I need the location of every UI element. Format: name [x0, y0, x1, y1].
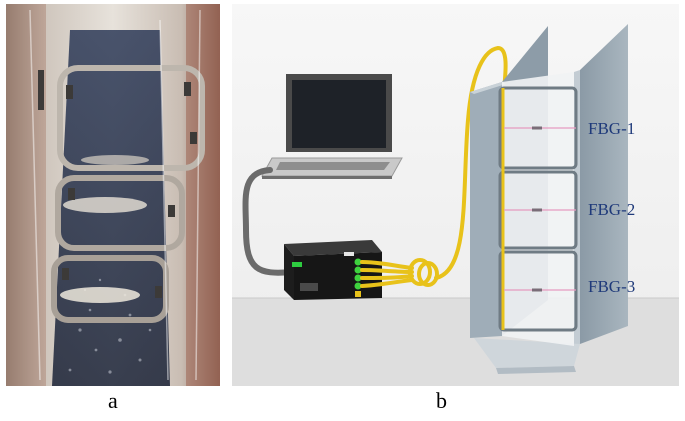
laptop: [261, 74, 403, 179]
caption-panel-b: b: [436, 388, 447, 413]
frame-bolts: [38, 70, 197, 298]
power-indicator: [355, 291, 361, 297]
panel-b-schematic: FBG-1 FBG-2 FBG-3: [232, 4, 679, 386]
glass-reflections: [29, 9, 201, 381]
sensor-label-fbg-1: FBG-1: [588, 119, 635, 138]
panel-a-photo: [6, 4, 220, 386]
caption-panel-a: a: [108, 388, 118, 413]
fbg-grating-marks: [532, 126, 542, 292]
data-cable: [242, 167, 295, 276]
optical-fiber: [360, 45, 508, 288]
sensor-label-fbg-3: FBG-3: [588, 277, 635, 296]
sensor-label-fbg-2: FBG-2: [588, 200, 635, 219]
channel-leds: [354, 258, 362, 290]
sensor-frame-1: [57, 65, 205, 171]
sensor-frame-2: [55, 175, 185, 251]
